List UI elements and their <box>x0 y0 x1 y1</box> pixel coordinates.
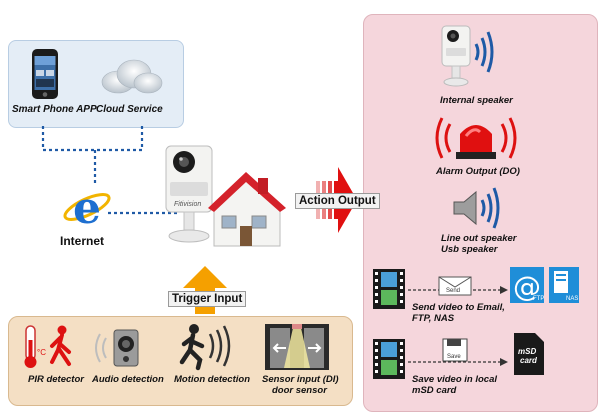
sd-card-text: mSD <box>518 347 536 356</box>
audio-detection-label: Audio detection <box>92 374 164 385</box>
film-icon <box>372 268 406 315</box>
save-video-label-2: mSD card <box>412 385 457 396</box>
smartphone-label: Smart Phone APP <box>12 104 97 115</box>
pir-unit: °C <box>37 348 46 357</box>
cloud-label: Cloud Service <box>96 104 163 115</box>
door-sensor-label: door sensor <box>272 385 327 396</box>
internet-label: Internet <box>60 234 105 248</box>
camera-icon: Fitivision <box>160 144 218 253</box>
loudspeaker-icon <box>450 186 510 235</box>
sensor-input-label: Sensor input (DI) <box>262 374 339 385</box>
internet-explorer-icon: e <box>62 182 112 235</box>
client-link-line <box>41 126 144 152</box>
siren-icon <box>434 114 524 167</box>
house-icon <box>206 168 288 257</box>
floppy-icon: Save <box>442 338 468 367</box>
sd-card-icon: mSD card <box>513 332 545 381</box>
send-video-label: Send video to Email, <box>412 302 505 313</box>
envelope-icon: Send <box>438 276 472 301</box>
at-sign-icon: @ FTP <box>509 266 545 309</box>
camera-brand: Fitivision <box>174 201 201 208</box>
internal-speaker-camera-icon <box>440 22 502 99</box>
pir-label: PIR detector <box>28 374 84 385</box>
floppy-text: Save <box>447 354 461 360</box>
sound-waves-icon <box>474 31 494 73</box>
microphone-icon <box>90 324 148 377</box>
save-video-label: Save video in local <box>412 374 498 385</box>
running-man-icon <box>178 322 240 377</box>
nas-icon: NAS <box>548 266 580 309</box>
alarm-output-label: Alarm Output (DO) <box>436 166 520 177</box>
svg-text:e: e <box>73 183 101 230</box>
ftp-text: FTP <box>533 296 544 302</box>
film-icon-save <box>372 338 406 385</box>
trigger-input-banner: Trigger Input <box>168 291 247 307</box>
save-arrow <box>408 358 508 366</box>
line-out-speaker-label: Line out speaker <box>441 233 517 244</box>
internal-speaker-label: Internal speaker <box>440 95 513 106</box>
motion-detection-label: Motion detection <box>174 374 250 385</box>
send-video-label-2: FTP, NAS <box>412 313 455 324</box>
smartphone-icon <box>31 48 59 105</box>
pir-icon: °C <box>22 322 80 377</box>
svg-text:@: @ <box>513 270 541 303</box>
nas-text: NAS <box>566 296 578 302</box>
usb-speaker-label: Usb speaker <box>441 244 498 255</box>
cloud-icon <box>98 56 164 101</box>
envelope-text: Send <box>446 288 460 294</box>
sd-card-text-2: card <box>520 356 538 365</box>
door-sensor-icon <box>264 322 330 377</box>
action-output-banner: Action Output <box>295 193 380 209</box>
